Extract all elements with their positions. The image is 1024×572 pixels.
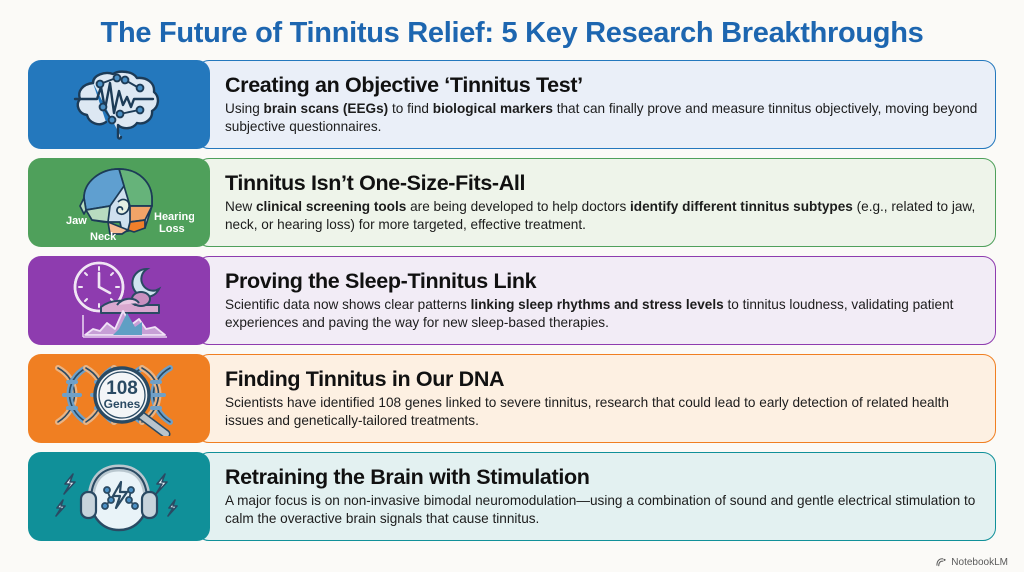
card-description: New clinical screening tools are being d… [225, 199, 976, 232]
card-description: Scientists have identified 108 genes lin… [225, 395, 949, 428]
breakthrough-card: Jaw Neck Hearing Loss Tinnitus Isn’t One… [28, 157, 996, 247]
svg-text:Neck: Neck [90, 231, 117, 242]
notebooklm-watermark: NotebookLM [936, 557, 1008, 568]
card-body: Creating an Objective ‘Tinnitus Test’ Usi… [196, 59, 996, 149]
card-description: A major focus is on non-invasive bimodal… [225, 493, 976, 526]
notebooklm-icon [936, 557, 947, 568]
sleep-clock-moon-chart-icon [73, 262, 167, 339]
card-title: Proving the Sleep-Tinnitus Link [225, 269, 537, 294]
card-body: Finding Tinnitus in Our DNA Scientists ha… [196, 353, 996, 443]
card-description: Using brain scans (EEGs) to find biologi… [225, 101, 978, 134]
card-description: Scientific data now shows clear patterns… [225, 297, 954, 330]
card-body: Retraining the Brain with Stimulation A m… [196, 451, 996, 541]
card-icon-pane [28, 255, 210, 345]
breakthrough-card: Creating an Objective ‘Tinnitus Test’ Usi… [28, 59, 996, 149]
breakthrough-card-list: Creating an Objective ‘Tinnitus Test’ Usi… [28, 59, 996, 572]
card-title: Retraining the Brain with Stimulation [225, 465, 590, 490]
svg-text:Hearing: Hearing [154, 211, 194, 223]
brain-eeg-icon [73, 70, 160, 141]
card-title: Finding Tinnitus in Our DNA [225, 367, 505, 392]
watermark-label: NotebookLM [951, 557, 1008, 568]
page-title: The Future of Tinnitus Relief: 5 Key Res… [100, 17, 924, 49]
card-title: Tinnitus Isn’t One-Size-Fits-All [225, 171, 526, 196]
head-segments-icon: Jaw Neck Hearing Loss [66, 168, 194, 242]
dna-magnifier-icon: 108 Genes [55, 365, 173, 437]
card-icon-pane [28, 451, 210, 541]
svg-text:Loss: Loss [159, 223, 185, 235]
svg-text:Jaw: Jaw [66, 215, 87, 227]
card-icon-pane: 108 Genes [28, 353, 210, 443]
card-title: Creating an Objective ‘Tinnitus Test’ [225, 73, 583, 98]
breakthrough-card: 108 Genes Finding Tinnitus in Our DNA Sci… [28, 353, 996, 443]
headphones-head-stimulation-icon [55, 464, 178, 532]
svg-text:108: 108 [106, 378, 138, 399]
breakthrough-card: Retraining the Brain with Stimulation A m… [28, 451, 996, 541]
card-icon-pane: Jaw Neck Hearing Loss [28, 157, 210, 247]
card-icon-pane [28, 59, 210, 149]
svg-text:Genes: Genes [104, 397, 141, 411]
